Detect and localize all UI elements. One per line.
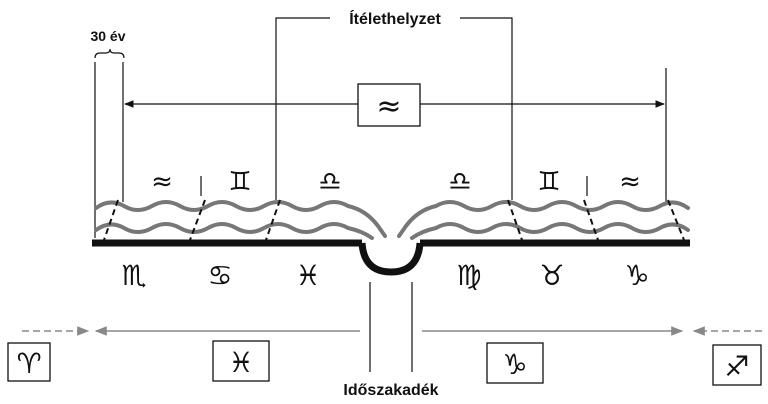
- wave-lines: [96, 202, 688, 238]
- lower-sign-4-icon: ♍: [456, 259, 481, 292]
- aries-icon: ♈: [16, 347, 41, 380]
- lower-sign-1-icon: ♏: [121, 259, 146, 292]
- baseline: [92, 243, 690, 272]
- upper-signs: ≈ ♊ ♎ ♎ ♊ ≈: [151, 167, 641, 197]
- lower-sign-5-icon: ♉: [539, 259, 564, 292]
- pisces-icon: ♓: [228, 346, 253, 379]
- upper-sign-5-icon: ♊: [537, 167, 560, 197]
- wave-lower-right: [412, 224, 688, 238]
- bottom-sign-boxes: ♈ ♓ ♑ ♐: [8, 341, 761, 385]
- lower-sign-2-icon: ♋: [207, 259, 232, 292]
- upper-sign-3-icon: ♎: [318, 167, 341, 197]
- upper-sign-6-icon: ≈: [619, 167, 641, 197]
- upper-sign-2-icon: ♊: [228, 167, 251, 197]
- upper-sign-4-icon: ♎: [448, 167, 471, 197]
- capricorn-icon: ♑: [502, 348, 527, 381]
- lower-signs: ♏ ♋ ♓ ♍ ♉ ♑: [121, 259, 649, 292]
- aquarius-box-icon: ≈: [376, 89, 401, 124]
- lower-sign-6-icon: ♑: [624, 259, 649, 292]
- upper-sign-1-icon: ≈: [151, 167, 173, 197]
- lower-sign-3-icon: ♓: [295, 259, 320, 292]
- judgment-label: Ítélethelyzet: [349, 9, 441, 28]
- dashed-dividers: [104, 200, 684, 240]
- upper-dividers: [201, 176, 587, 196]
- time-gap-label: Időszakadék: [343, 382, 438, 399]
- wave-lower-left: [96, 224, 372, 238]
- time-gap-pillar: [370, 282, 412, 372]
- years-label: 30 év: [90, 28, 125, 44]
- sagittarius-icon: ♐: [724, 350, 749, 383]
- thirty-years-bracket: [95, 49, 124, 238]
